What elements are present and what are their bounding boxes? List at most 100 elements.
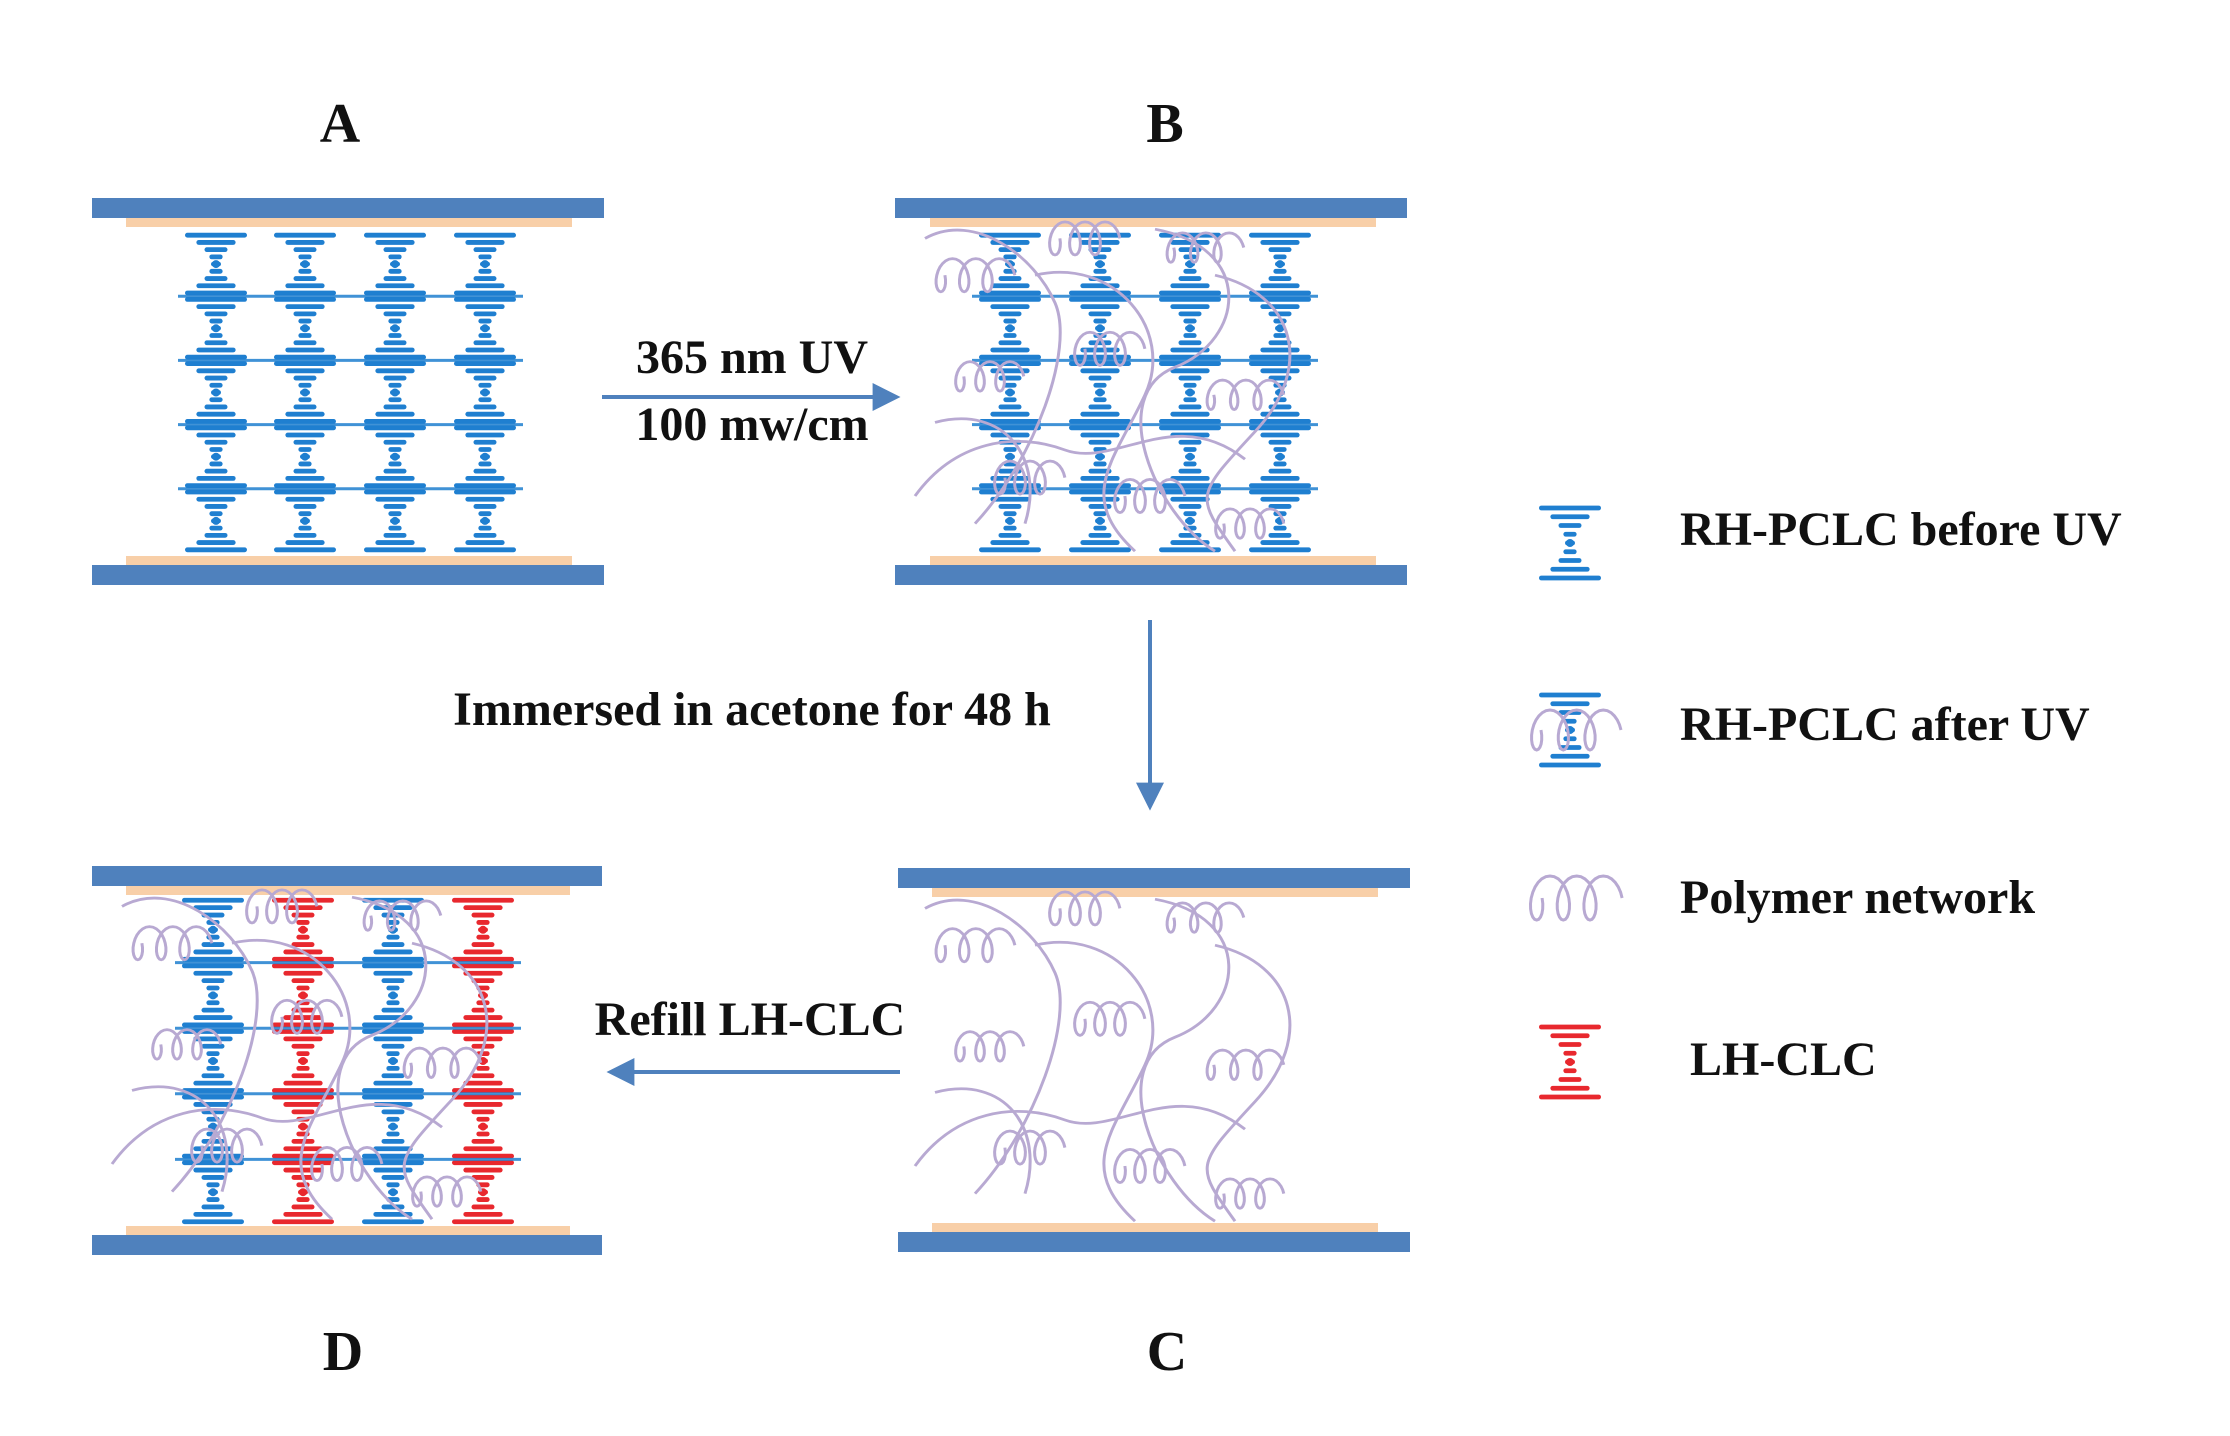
lc-dash — [196, 540, 236, 545]
lc-dash — [1003, 447, 1017, 452]
lc-dash — [452, 956, 514, 962]
lc-dash — [1080, 411, 1120, 417]
panel-b — [895, 198, 1407, 585]
lc-dash — [1088, 532, 1112, 538]
lc-dash — [471, 912, 495, 918]
lc-dash — [375, 347, 415, 353]
lc-dash — [274, 483, 336, 488]
top-plate — [92, 866, 602, 886]
legend-label-polymer: Polymer network — [1680, 871, 2035, 924]
lc-dash — [209, 525, 223, 531]
lc-dash — [473, 404, 497, 410]
lc-helix-unit — [185, 297, 247, 360]
top-alignment-layer — [932, 888, 1378, 897]
lc-dash — [193, 1211, 233, 1217]
lc-dash — [196, 496, 236, 502]
lc-helix-unit — [1539, 692, 1601, 768]
lc-center-dot — [481, 516, 489, 525]
lc-center-dot — [391, 260, 399, 269]
lc-dash — [388, 268, 402, 274]
lc-dash — [990, 432, 1030, 438]
polymer-coil — [151, 1028, 223, 1061]
polymer-strand — [913, 1104, 1246, 1167]
bottom-plate — [92, 565, 604, 585]
lc-dash — [979, 547, 1041, 553]
lc-dash — [979, 489, 1041, 495]
lc-dash — [272, 956, 334, 962]
lc-dash — [1088, 404, 1112, 410]
lc-dash — [998, 311, 1022, 317]
polymer-coil — [1048, 220, 1122, 257]
lc-dash — [463, 905, 503, 911]
lc-dash — [1268, 468, 1292, 474]
lc-dash — [193, 1102, 233, 1107]
lc-helix-unit — [272, 1094, 334, 1159]
lc-helix-unit — [1069, 425, 1131, 488]
legend: RH-PCLC before UV RH-PCLC after UV Polym… — [1528, 503, 2122, 1100]
lc-center-dot — [1006, 324, 1014, 333]
lc-helix-unit — [1539, 505, 1601, 581]
lc-center-dot — [479, 925, 487, 934]
lc-dash — [998, 404, 1022, 410]
polymer-coil — [954, 360, 1026, 393]
lc-dash — [478, 525, 492, 531]
lc-dash — [454, 483, 516, 488]
polymer-coil — [1165, 901, 1246, 934]
lc-dash — [373, 970, 413, 976]
lc-helix-unit — [274, 297, 336, 360]
lc-dash — [362, 1219, 424, 1225]
lc-dash — [1093, 461, 1107, 467]
lc-helix-unit — [1249, 232, 1311, 296]
lc-dash — [1539, 692, 1601, 698]
lc-dash — [1539, 505, 1601, 511]
lc-dash — [204, 439, 228, 445]
lc-dash — [386, 1116, 400, 1122]
lc-dash — [1558, 1077, 1582, 1082]
uv-wavelength-label: 365 nm UV — [636, 331, 868, 384]
lc-dash — [1178, 439, 1202, 445]
lc-dash — [1088, 340, 1112, 346]
lc-dash — [375, 475, 415, 481]
lc-dash — [1178, 340, 1202, 346]
lc-dash — [1080, 496, 1120, 502]
lc-dash — [204, 247, 228, 253]
lc-dash — [204, 504, 228, 509]
lc-dash — [272, 1088, 334, 1093]
lc-center-dot — [301, 388, 309, 397]
lc-dash — [291, 1007, 315, 1013]
lc-dash — [1183, 382, 1197, 388]
lc-helix-unit — [1159, 425, 1221, 488]
lc-dash — [452, 1088, 514, 1093]
lc-dash — [1563, 1050, 1577, 1056]
polymer-coil — [993, 459, 1067, 496]
lc-dash — [364, 418, 426, 424]
lc-dash — [201, 1175, 225, 1180]
lc-dash — [1268, 504, 1292, 509]
lc-helix-unit — [274, 489, 336, 553]
lc-dash — [478, 333, 492, 338]
lc-dash — [283, 1211, 323, 1217]
lc-dash — [1249, 425, 1311, 431]
lc-helix-unit — [1249, 489, 1311, 553]
lc-dash — [193, 1015, 233, 1020]
lc-dash — [272, 897, 334, 903]
lc-dash — [990, 540, 1030, 545]
lc-dash — [196, 432, 236, 438]
polymer-coil — [270, 998, 344, 1035]
lc-dash — [473, 276, 497, 281]
polymer-coil — [1113, 1148, 1187, 1185]
lc-dash — [388, 447, 402, 452]
lc-dash — [383, 532, 407, 538]
polymer-coil — [411, 1175, 483, 1208]
lc-dash — [452, 1029, 514, 1034]
polymer-coil — [1048, 890, 1122, 927]
lc-dash — [185, 418, 247, 424]
lc-dash — [298, 254, 312, 260]
lc-dash — [1069, 547, 1131, 553]
lc-helix-unit — [182, 897, 244, 962]
lc-dash — [206, 985, 220, 991]
lc-helix-unit — [1069, 489, 1131, 553]
lc-dash — [1159, 354, 1221, 360]
lc-center-dot — [391, 516, 399, 525]
polymer-strand — [1205, 273, 1292, 552]
